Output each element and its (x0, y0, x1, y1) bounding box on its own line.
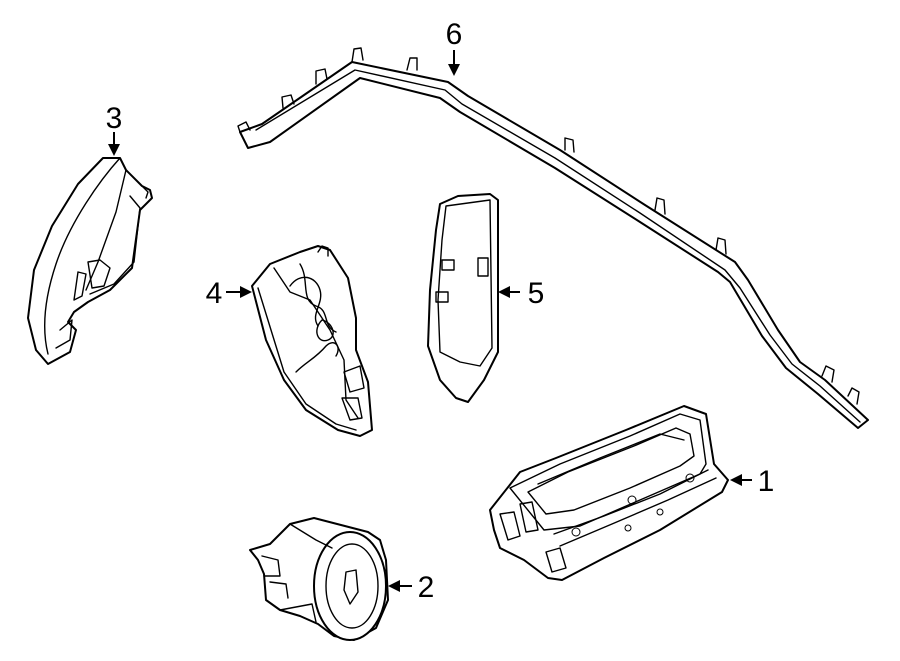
callout-number-3: 3 (106, 102, 123, 135)
callout-number-5: 5 (528, 277, 545, 310)
callout-number-4: 4 (206, 277, 223, 310)
callout-leaders (108, 50, 752, 592)
knee-airbag-part-3[interactable] (27, 157, 153, 365)
passenger-airbag-part-1[interactable] (489, 405, 729, 581)
callout-number-2: 2 (418, 571, 435, 604)
curtain-airbag-part-6[interactable] (237, 47, 869, 429)
trim-cover-part-5[interactable] (427, 193, 499, 403)
driver-airbag-part-2[interactable] (249, 517, 389, 641)
callout-number-1: 1 (758, 465, 775, 498)
airbag-module-part-4[interactable] (251, 245, 373, 437)
callout-number-6: 6 (446, 18, 463, 51)
